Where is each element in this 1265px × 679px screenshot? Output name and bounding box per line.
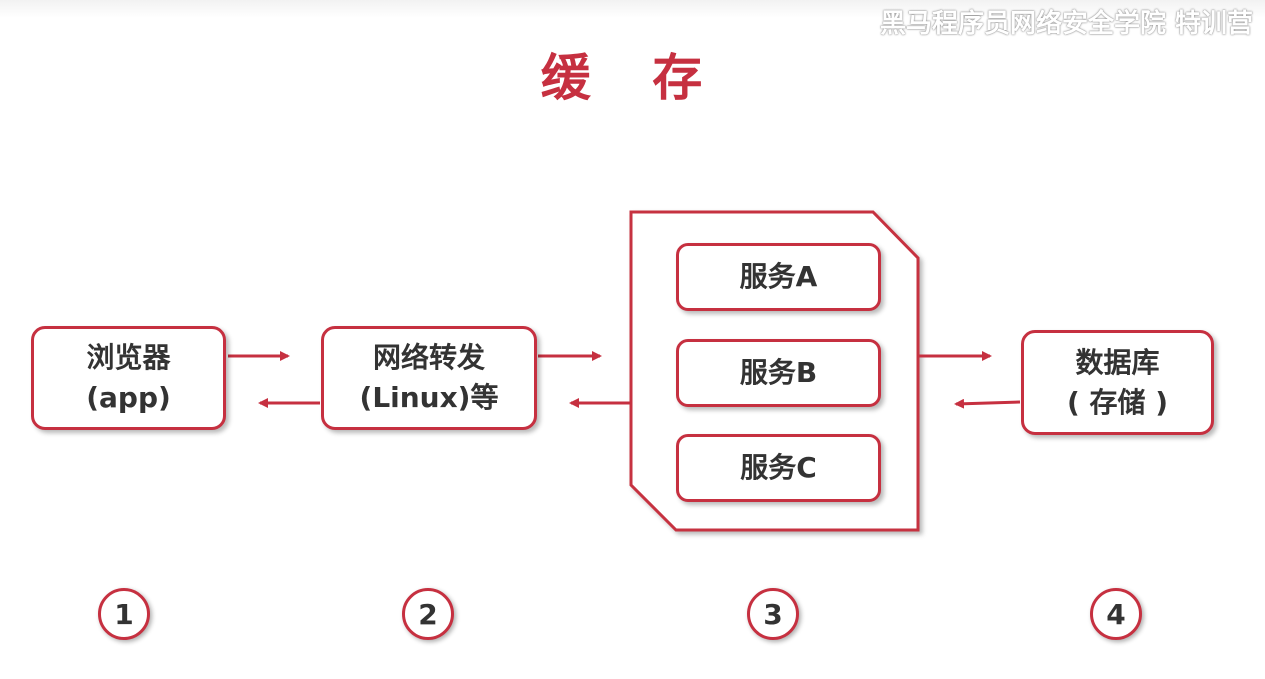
service-a: 服务A xyxy=(676,243,881,311)
node-database-label: 数据库 xyxy=(1075,345,1160,379)
node-database: 数据库 ( 存储 ) xyxy=(1021,330,1214,435)
diagram-title: 缓 存 xyxy=(540,49,725,107)
watermark: 黑马程序员网络安全学院 特训营 xyxy=(879,9,1253,39)
node-network: 网络转发 (Linux)等 xyxy=(321,326,537,430)
node-browser-label: 浏览器 xyxy=(86,341,171,374)
service-c: 服务C xyxy=(676,434,881,502)
node-network-sublabel: (Linux)等 xyxy=(359,381,499,414)
arrow-database-to-servers xyxy=(954,398,1021,409)
service-b: 服务B xyxy=(676,339,881,407)
step-number-1: 1 xyxy=(98,588,150,640)
step-number-3: 3 xyxy=(747,588,799,640)
node-browser-sublabel: (app) xyxy=(86,381,171,414)
node-browser: 浏览器 (app) xyxy=(31,326,226,430)
step-number-4: 4 xyxy=(1090,588,1142,640)
step-number-2: 2 xyxy=(402,588,454,640)
node-network-label: 网络转发 xyxy=(372,341,485,374)
node-database-sublabel: ( 存储 ) xyxy=(1066,385,1169,419)
